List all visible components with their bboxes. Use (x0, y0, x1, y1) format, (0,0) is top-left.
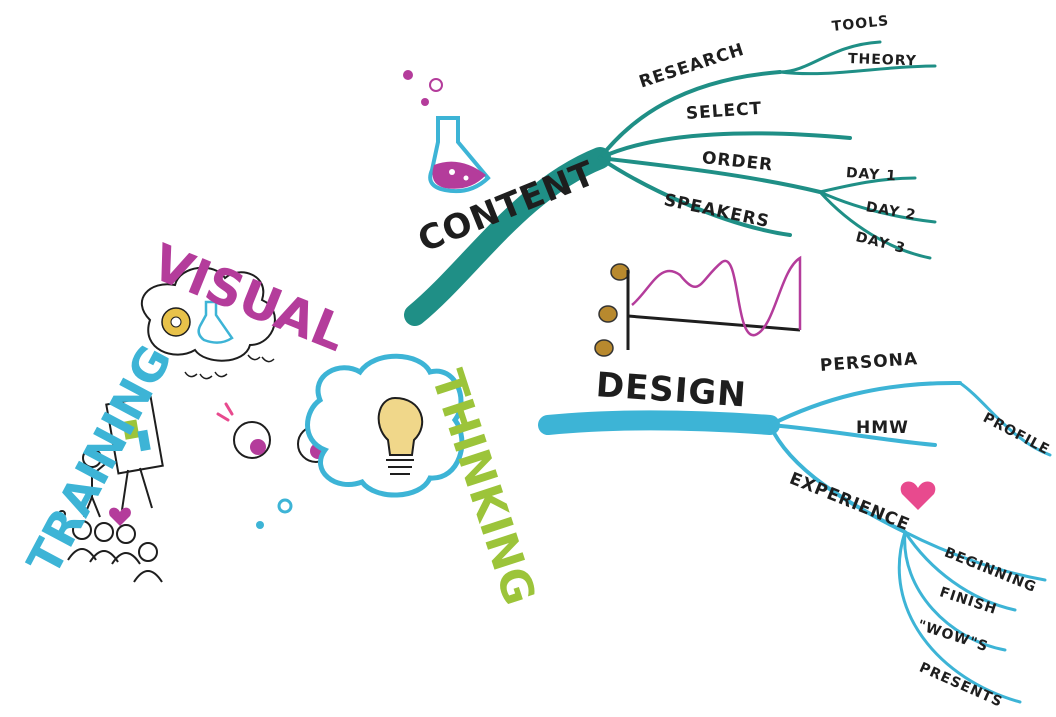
design-branch-lines (538, 380, 1052, 704)
flask-icon (403, 70, 491, 194)
branch-theory: THEORY (847, 51, 918, 70)
coins-icon (594, 263, 630, 357)
line-graph-icon (626, 255, 802, 350)
content-branch-lines (404, 40, 937, 326)
heart-icon (109, 481, 936, 526)
brain-icon (140, 266, 276, 380)
presenter-icon (82, 395, 164, 518)
audience-icon (58, 510, 163, 583)
gear-icon (161, 307, 191, 337)
branch-day1: DAY 1 (845, 165, 898, 185)
branch-hmw: HMW (856, 418, 909, 438)
design-label: DESIGN (594, 365, 748, 416)
lightbulb-icon (256, 353, 465, 529)
